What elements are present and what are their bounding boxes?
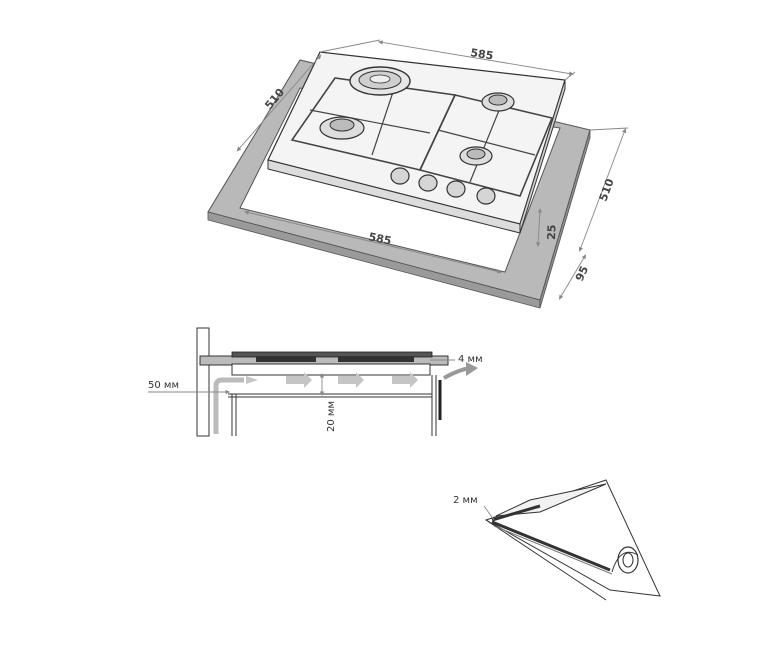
seal-tape <box>491 504 611 572</box>
section-diagram: 50 мм 20 мм 4 мм <box>148 327 483 437</box>
hob-body-section <box>231 363 431 376</box>
seal-thickness-label: 2 мм <box>453 495 478 506</box>
seal-detail-diagram: 2 мм <box>453 479 661 601</box>
dimension-lines <box>236 39 629 300</box>
electric-hotplate <box>349 66 411 96</box>
seal-gap-label: 4 мм <box>458 354 483 365</box>
knob-4 <box>476 187 496 205</box>
knob-1 <box>390 167 410 185</box>
cutout-depth-label: 510 <box>597 177 617 203</box>
wall-left <box>196 327 210 437</box>
cutout-offset-label: 25 <box>545 224 559 240</box>
gas-burner-front-left <box>319 116 365 140</box>
airflow-arrows <box>246 372 418 388</box>
seal-roll <box>611 546 639 574</box>
hob-edge <box>495 483 607 517</box>
hob-width-label: 585 <box>470 46 495 62</box>
vertical-gap-label: 20 мм <box>326 401 337 432</box>
hob-isometric-diagram: 585 510 585 510 25 95 <box>207 39 629 309</box>
side-gap-label: 50 мм <box>148 380 179 391</box>
knob-3 <box>446 180 466 198</box>
gas-burner-front-right <box>459 146 493 166</box>
hob-top-section <box>231 351 433 358</box>
gas-burner-back-right <box>481 92 515 112</box>
knob-2 <box>418 174 438 192</box>
control-knobs <box>390 167 496 205</box>
cutout-width-label: 585 <box>367 230 392 247</box>
airflow-path <box>213 377 244 434</box>
edge-offset-label: 95 <box>573 264 591 283</box>
